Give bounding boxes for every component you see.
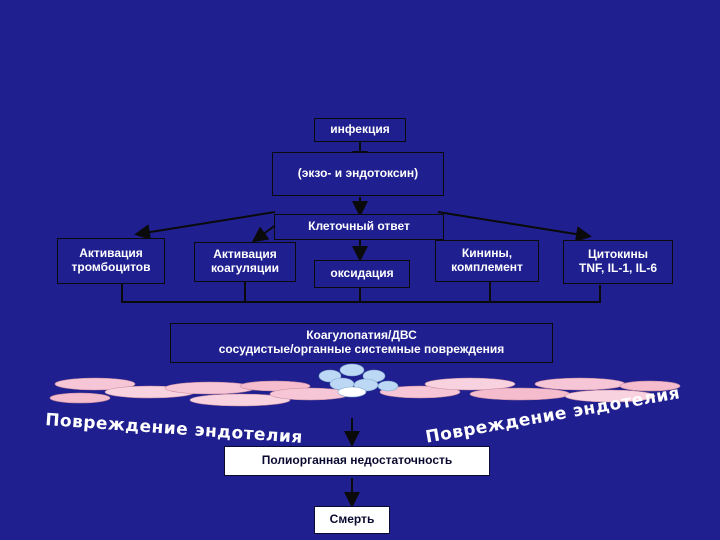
node-death: Смерть	[314, 506, 390, 534]
node-kinins: Кинины, комплемент	[435, 240, 539, 282]
endothelium-layer	[49, 377, 681, 407]
node-infection: инфекция	[314, 118, 406, 142]
platelet-cluster	[318, 363, 399, 398]
node-multiorgan: Полиорганная недостаточность	[224, 446, 490, 476]
node-cell-response: Клеточный ответ	[274, 214, 444, 240]
arrow-to-platelets	[134, 211, 276, 240]
node-coagulopathy: Коагулопатия/ДВС сосудистые/органные сис…	[170, 323, 553, 363]
node-coagulation: Активация коагуляции	[194, 242, 296, 282]
node-oxidation: оксидация	[314, 260, 410, 288]
coagulopathy-title: Коагулопатия/ДВС	[306, 328, 417, 343]
node-toxins: (экзо- и эндотоксин)	[272, 152, 444, 196]
coagulopathy-subtitle: сосудистые/органные системные повреждени…	[218, 342, 505, 356]
arrow-to-cytokines	[437, 211, 592, 243]
node-cytokines: Цитокины TNF, IL-1, IL-6	[563, 240, 673, 284]
node-platelets: Активация тромбоцитов	[57, 238, 165, 284]
